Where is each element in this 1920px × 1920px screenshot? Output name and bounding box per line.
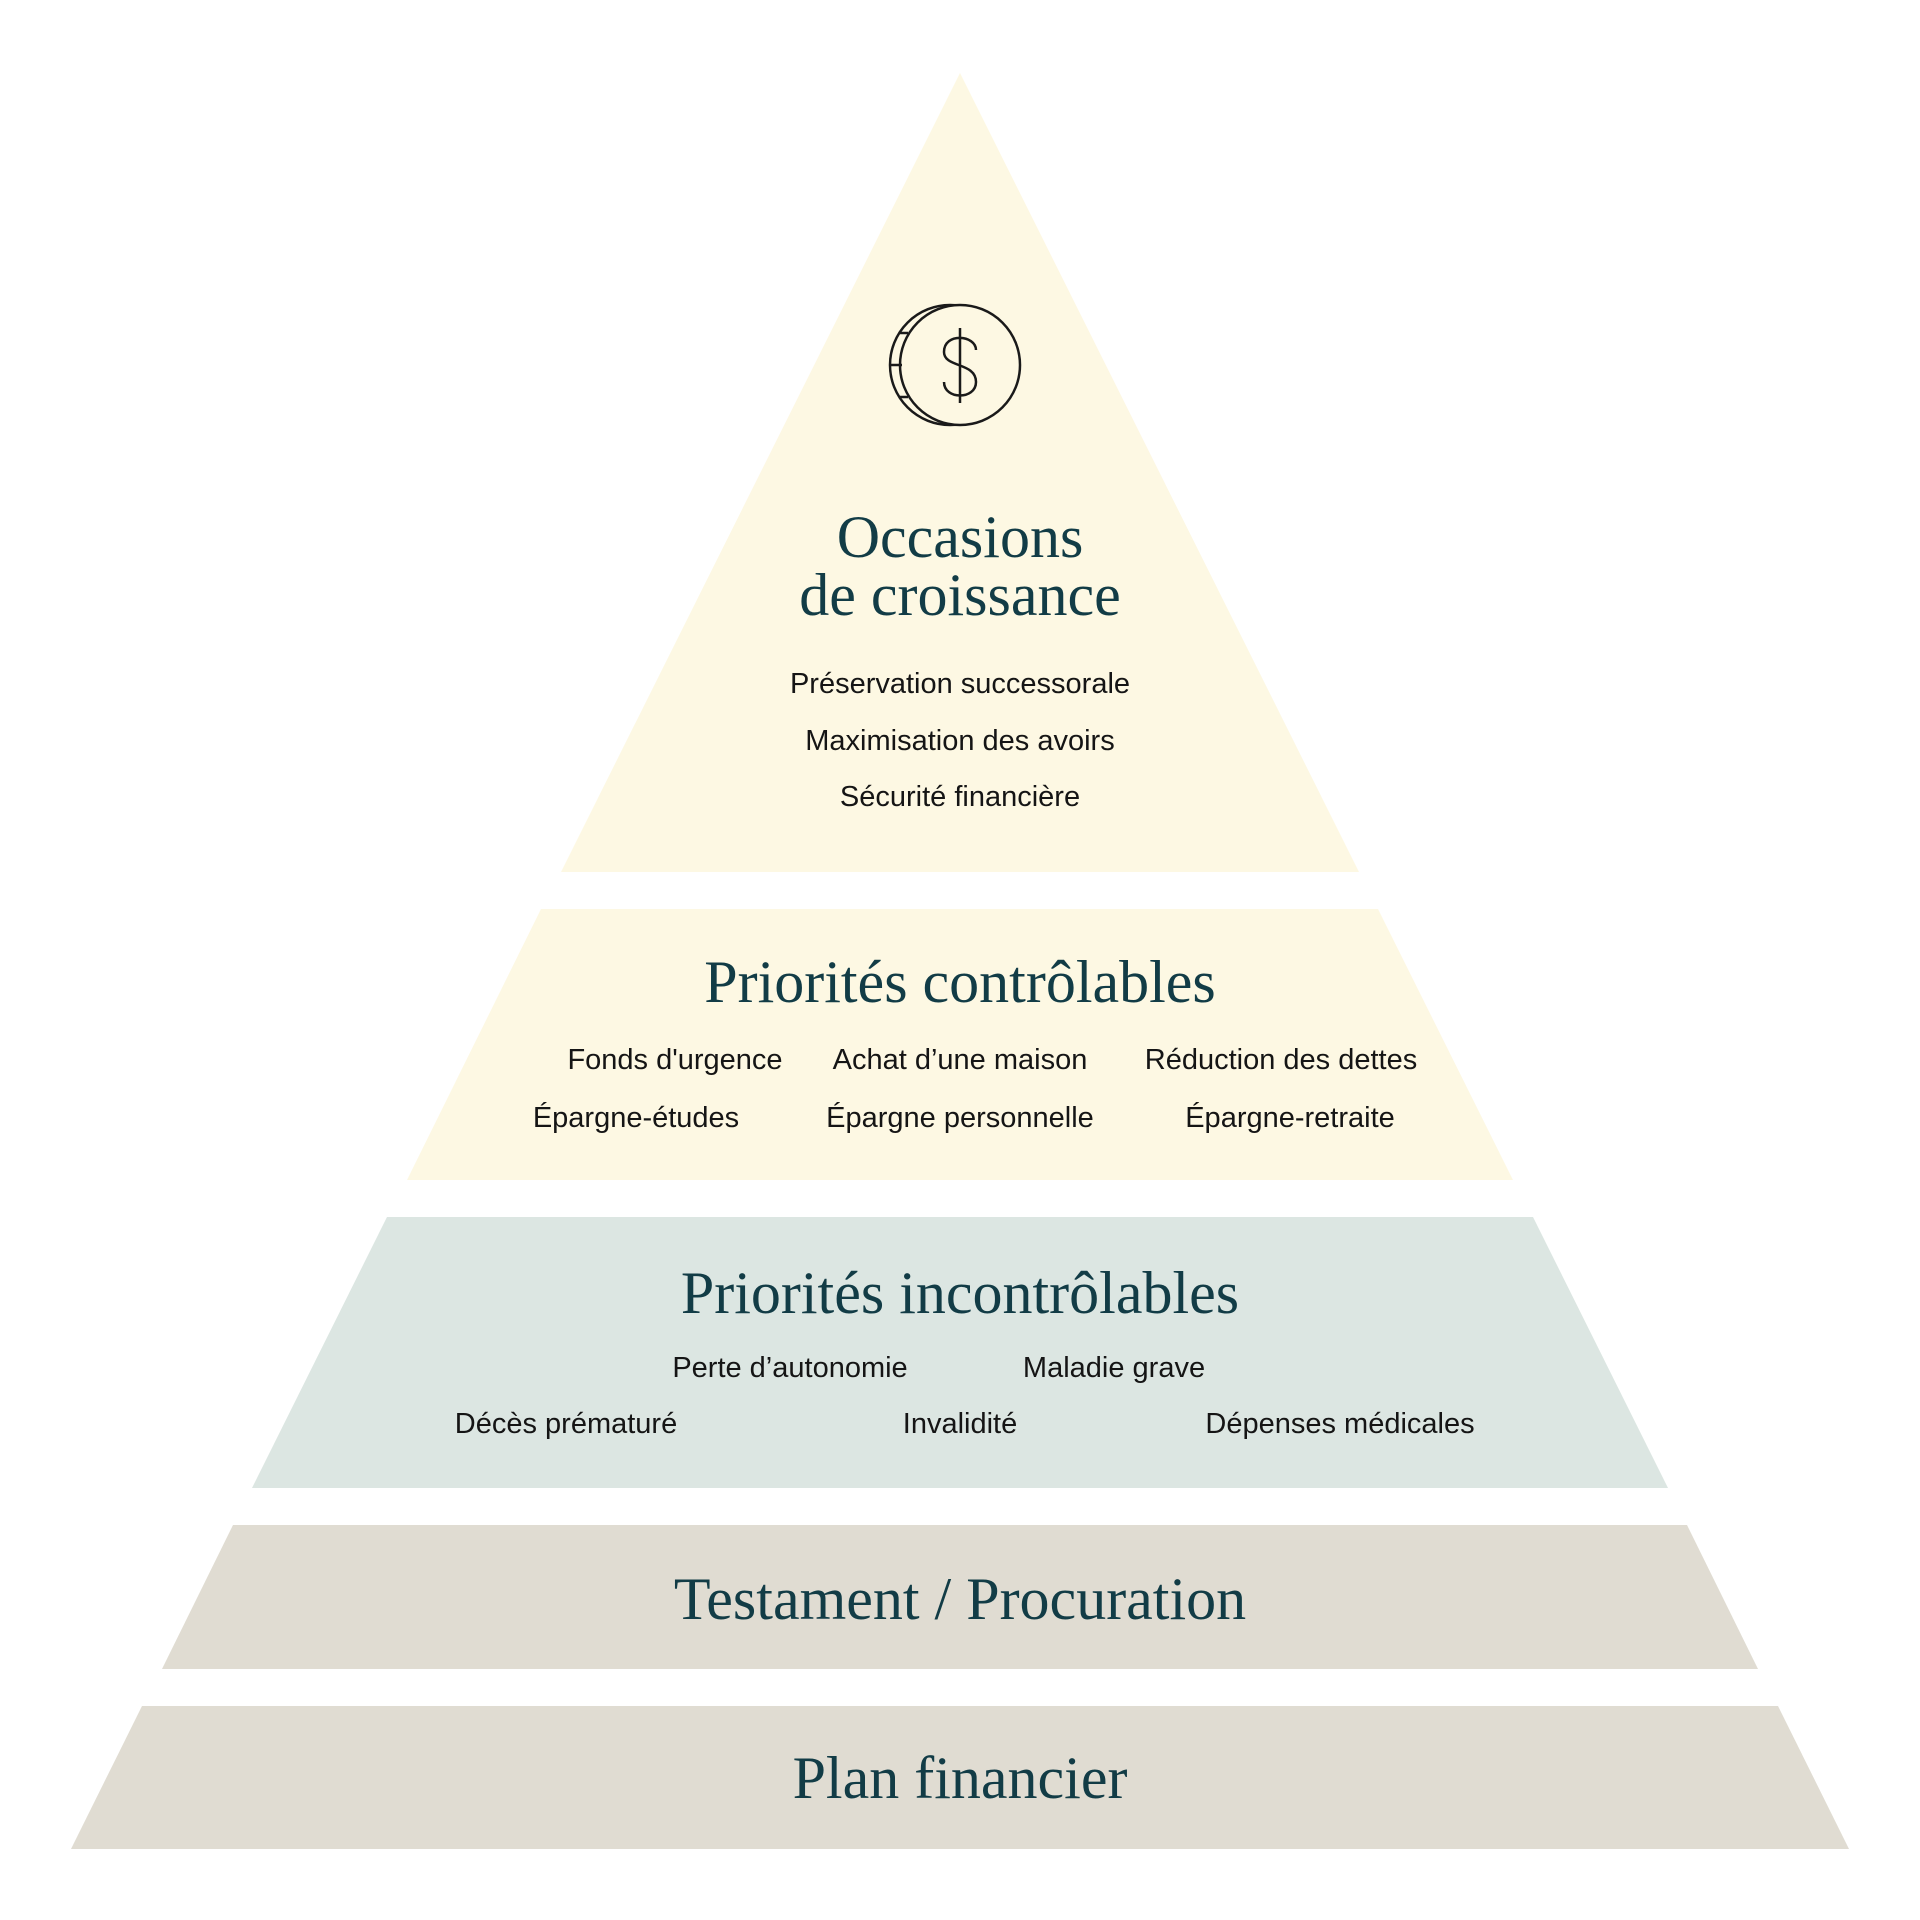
tier-shape bbox=[252, 1217, 1668, 1488]
tier-controllable-priorities: Priorités contrôlables Fonds d'urgence A… bbox=[407, 909, 1513, 1180]
tier-item: Épargne personnelle bbox=[826, 1101, 1094, 1134]
tier-item: Épargne-études bbox=[533, 1101, 739, 1134]
tier-title-line: de croissance bbox=[799, 562, 1121, 628]
tier-title: Priorités contrôlables bbox=[704, 949, 1216, 1015]
tier-growth-opportunities: Occasions de croissance Préservation suc… bbox=[561, 73, 1359, 872]
tier-title-line: Occasions bbox=[837, 504, 1084, 570]
tier-shape bbox=[162, 1525, 1758, 1669]
tier-item: Sécurité financière bbox=[840, 781, 1080, 813]
tier-item: Dépenses médicales bbox=[1205, 1408, 1474, 1440]
tier-uncontrollable-priorities: Priorités incontrôlables Perte d’autonom… bbox=[252, 1217, 1668, 1488]
tier-will-power-of-attorney: Testament / Procuration bbox=[162, 1525, 1758, 1669]
tier-item: Décès prématuré bbox=[455, 1408, 677, 1440]
tier-financial-plan: Plan financier bbox=[71, 1706, 1849, 1849]
tier-item: Perte d’autonomie bbox=[672, 1352, 907, 1384]
tier-item: Maximisation des avoirs bbox=[805, 725, 1114, 757]
tier-title: Priorités incontrôlables bbox=[681, 1260, 1239, 1326]
tier-title: Plan financier bbox=[793, 1745, 1128, 1811]
tier-title: Testament / Procuration bbox=[674, 1566, 1246, 1632]
tier-item: Fonds d'urgence bbox=[567, 1044, 782, 1076]
tier-item: Maladie grave bbox=[1023, 1352, 1205, 1384]
tier-item: Invalidité bbox=[903, 1408, 1017, 1440]
tier-item: Réduction des dettes bbox=[1145, 1044, 1417, 1076]
tier-item: Achat d’une maison bbox=[833, 1044, 1088, 1076]
tier-shape bbox=[407, 909, 1513, 1180]
tier-item: Épargne-retraite bbox=[1185, 1101, 1395, 1134]
tier-shape bbox=[561, 73, 1359, 872]
tier-item: Préservation successorale bbox=[790, 668, 1130, 700]
tier-shape bbox=[71, 1706, 1849, 1849]
dollar-coin-icon bbox=[888, 303, 1022, 427]
